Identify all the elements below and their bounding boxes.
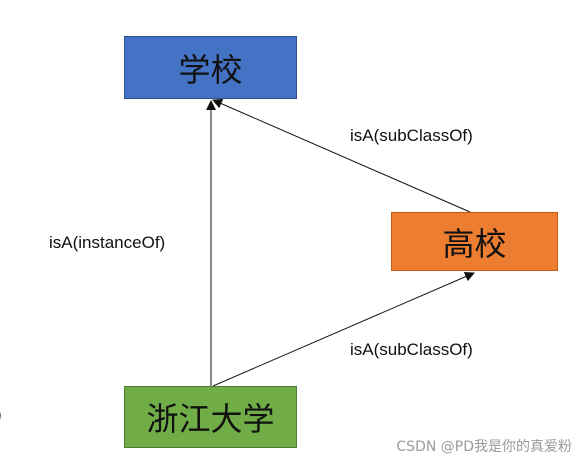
edge-university-to-school xyxy=(212,99,471,213)
node-school: 学校 xyxy=(124,36,297,99)
edge-label-zju-to-university: isA(subClassOf) xyxy=(350,340,473,359)
node-university-label: 高校 xyxy=(442,224,507,263)
cut-off-text-fragment: ) xyxy=(0,405,2,425)
node-zju-label: 浙江大学 xyxy=(146,400,275,438)
edge-zju-to-university xyxy=(212,271,475,387)
watermark: CSDN @PD我是你的真爱粉 xyxy=(396,439,572,455)
edge-label-zju-to-school: isA(instanceOf) xyxy=(49,233,166,252)
node-zju: 浙江大学 xyxy=(124,386,297,448)
node-university: 高校 xyxy=(391,212,558,271)
edge-label-university-to-school: isA(subClassOf) xyxy=(350,126,473,145)
node-school-label: 学校 xyxy=(178,50,243,89)
